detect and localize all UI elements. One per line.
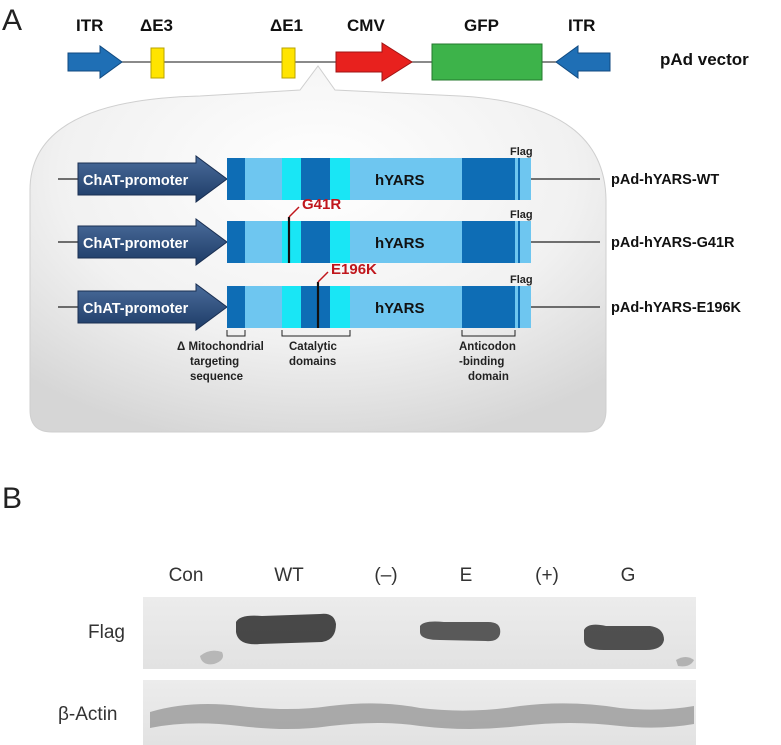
gene-segment <box>282 158 301 200</box>
gene-segment <box>520 158 531 200</box>
gene-segment <box>515 158 518 200</box>
construct-name: pAd-hYARS-E196K <box>611 300 742 316</box>
delta-e3-box <box>150 47 165 79</box>
gene-segment <box>515 221 518 263</box>
construct-row: ChAT-promoter hYARS Flag pAd-hYARS-G41R G41R <box>58 196 735 266</box>
gene-segment <box>227 286 245 328</box>
delta-e1-box <box>281 47 296 79</box>
flag-band-wt <box>236 613 336 645</box>
promoter-label: ChAT-promoter <box>83 236 189 252</box>
gene-label: hYARS <box>375 300 424 317</box>
mutation-label: E196K <box>331 261 377 278</box>
itr-right-arrow <box>555 45 611 79</box>
mutation-leader <box>288 206 300 218</box>
gene-segment <box>227 221 245 263</box>
lane-label: G <box>621 565 636 586</box>
mito-bracket <box>226 330 246 337</box>
flag-tag-label: Flag <box>510 146 533 158</box>
gene-segment <box>350 158 462 200</box>
gene-label: hYARS <box>375 235 424 252</box>
flag-row-label: Flag <box>88 622 125 643</box>
construct-row: ChAT-promoter hYARS Flag pAd-hYARS-WT <box>58 146 719 203</box>
gene-segment <box>245 286 282 328</box>
mutation-leader <box>317 271 329 283</box>
vector-name: pAd vector <box>660 50 749 69</box>
lane-label: Con <box>169 565 204 586</box>
lane-label: E <box>460 565 473 586</box>
gene-segment <box>462 221 515 263</box>
promoter-label: ChAT-promoter <box>83 301 189 317</box>
flag-band-g <box>584 624 664 650</box>
panel-a-label: A <box>2 4 22 37</box>
gene-segment <box>282 221 301 263</box>
gene-segment <box>520 286 531 328</box>
construct-name: pAd-hYARS-G41R <box>611 235 735 251</box>
gene-segment <box>462 286 515 328</box>
flag-blot-smudge <box>200 650 223 665</box>
lane-label: WT <box>274 565 304 586</box>
promoter-arrow <box>77 218 228 266</box>
actin-band <box>150 703 694 729</box>
mutation-label: G41R <box>302 196 341 213</box>
anticodon-domain-label: Anticodon -binding domain <box>459 341 519 383</box>
delta-e1-label: ΔE1 <box>270 16 303 35</box>
itr-right-label: ITR <box>568 16 595 35</box>
lane-label: (+) <box>535 565 559 586</box>
gene-segment <box>518 221 520 263</box>
construct-name: pAd-hYARS-WT <box>611 172 719 188</box>
gene-segment <box>350 286 462 328</box>
promoter-arrow <box>77 155 228 203</box>
gfp-label: GFP <box>464 16 499 35</box>
gene-segment <box>301 221 330 263</box>
flag-tag-label: Flag <box>510 209 533 221</box>
gene-segment <box>518 158 520 200</box>
gene-segment <box>330 158 350 200</box>
promoter-arrow <box>77 283 228 331</box>
gene-segment <box>520 221 531 263</box>
gene-segment <box>518 286 520 328</box>
itr-left-arrow <box>67 45 123 79</box>
mito-domain-label: Δ Mitochondrial targeting sequence <box>177 341 267 383</box>
gene-segment <box>245 158 282 200</box>
catalytic-bracket <box>281 330 351 337</box>
promoter-label: ChAT-promoter <box>83 173 189 189</box>
gene-segment <box>462 158 515 200</box>
cmv-label: CMV <box>347 16 385 35</box>
gene-segment <box>330 221 350 263</box>
lane-labels: Con WT (–) E (+) G <box>169 565 636 586</box>
actin-row-label: β-Actin <box>58 704 118 725</box>
cmv-arrow <box>335 42 413 82</box>
gene-segment <box>227 158 245 200</box>
gene-segment <box>350 221 462 263</box>
itr-left-label: ITR <box>76 16 103 35</box>
catalytic-domain-label: Catalytic domains <box>289 341 340 368</box>
gene-segment <box>515 286 518 328</box>
flag-blot-smudge-right <box>676 657 694 667</box>
construct-row: ChAT-promoter hYARS Flag pAd-hYARS-E196K E19… <box>58 261 742 331</box>
gene-label: hYARS <box>375 172 424 189</box>
gene-segment <box>301 158 330 200</box>
gene-segment <box>245 221 282 263</box>
delta-e3-label: ΔE3 <box>140 16 173 35</box>
gene-segment <box>301 286 330 328</box>
gene-segment <box>282 286 301 328</box>
gene-segment <box>330 286 350 328</box>
anticodon-bracket <box>461 330 516 337</box>
flag-band-e <box>420 621 501 642</box>
lane-label: (–) <box>374 565 397 586</box>
panel-b-label: B <box>2 482 22 515</box>
flag-tag-label: Flag <box>510 274 533 286</box>
gfp-box <box>431 43 543 81</box>
